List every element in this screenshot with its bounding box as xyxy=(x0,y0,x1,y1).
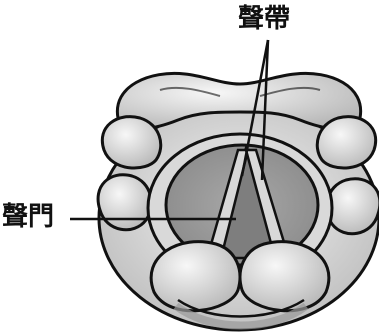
vocal-cords-leader-right xyxy=(260,39,270,181)
glottis-label: 聲門 xyxy=(2,202,55,232)
left-middle-fold xyxy=(96,173,153,232)
vocal-cords-leader-left xyxy=(240,39,270,177)
right-arytenoid xyxy=(238,240,331,313)
left-arytenoid xyxy=(149,240,242,313)
right-middle-fold xyxy=(325,177,379,236)
left-upper-fold xyxy=(100,115,163,170)
vocal-cords-label: 聲帶 xyxy=(238,4,291,34)
lower-rim-line xyxy=(177,298,305,318)
right-upper-fold xyxy=(315,115,378,170)
